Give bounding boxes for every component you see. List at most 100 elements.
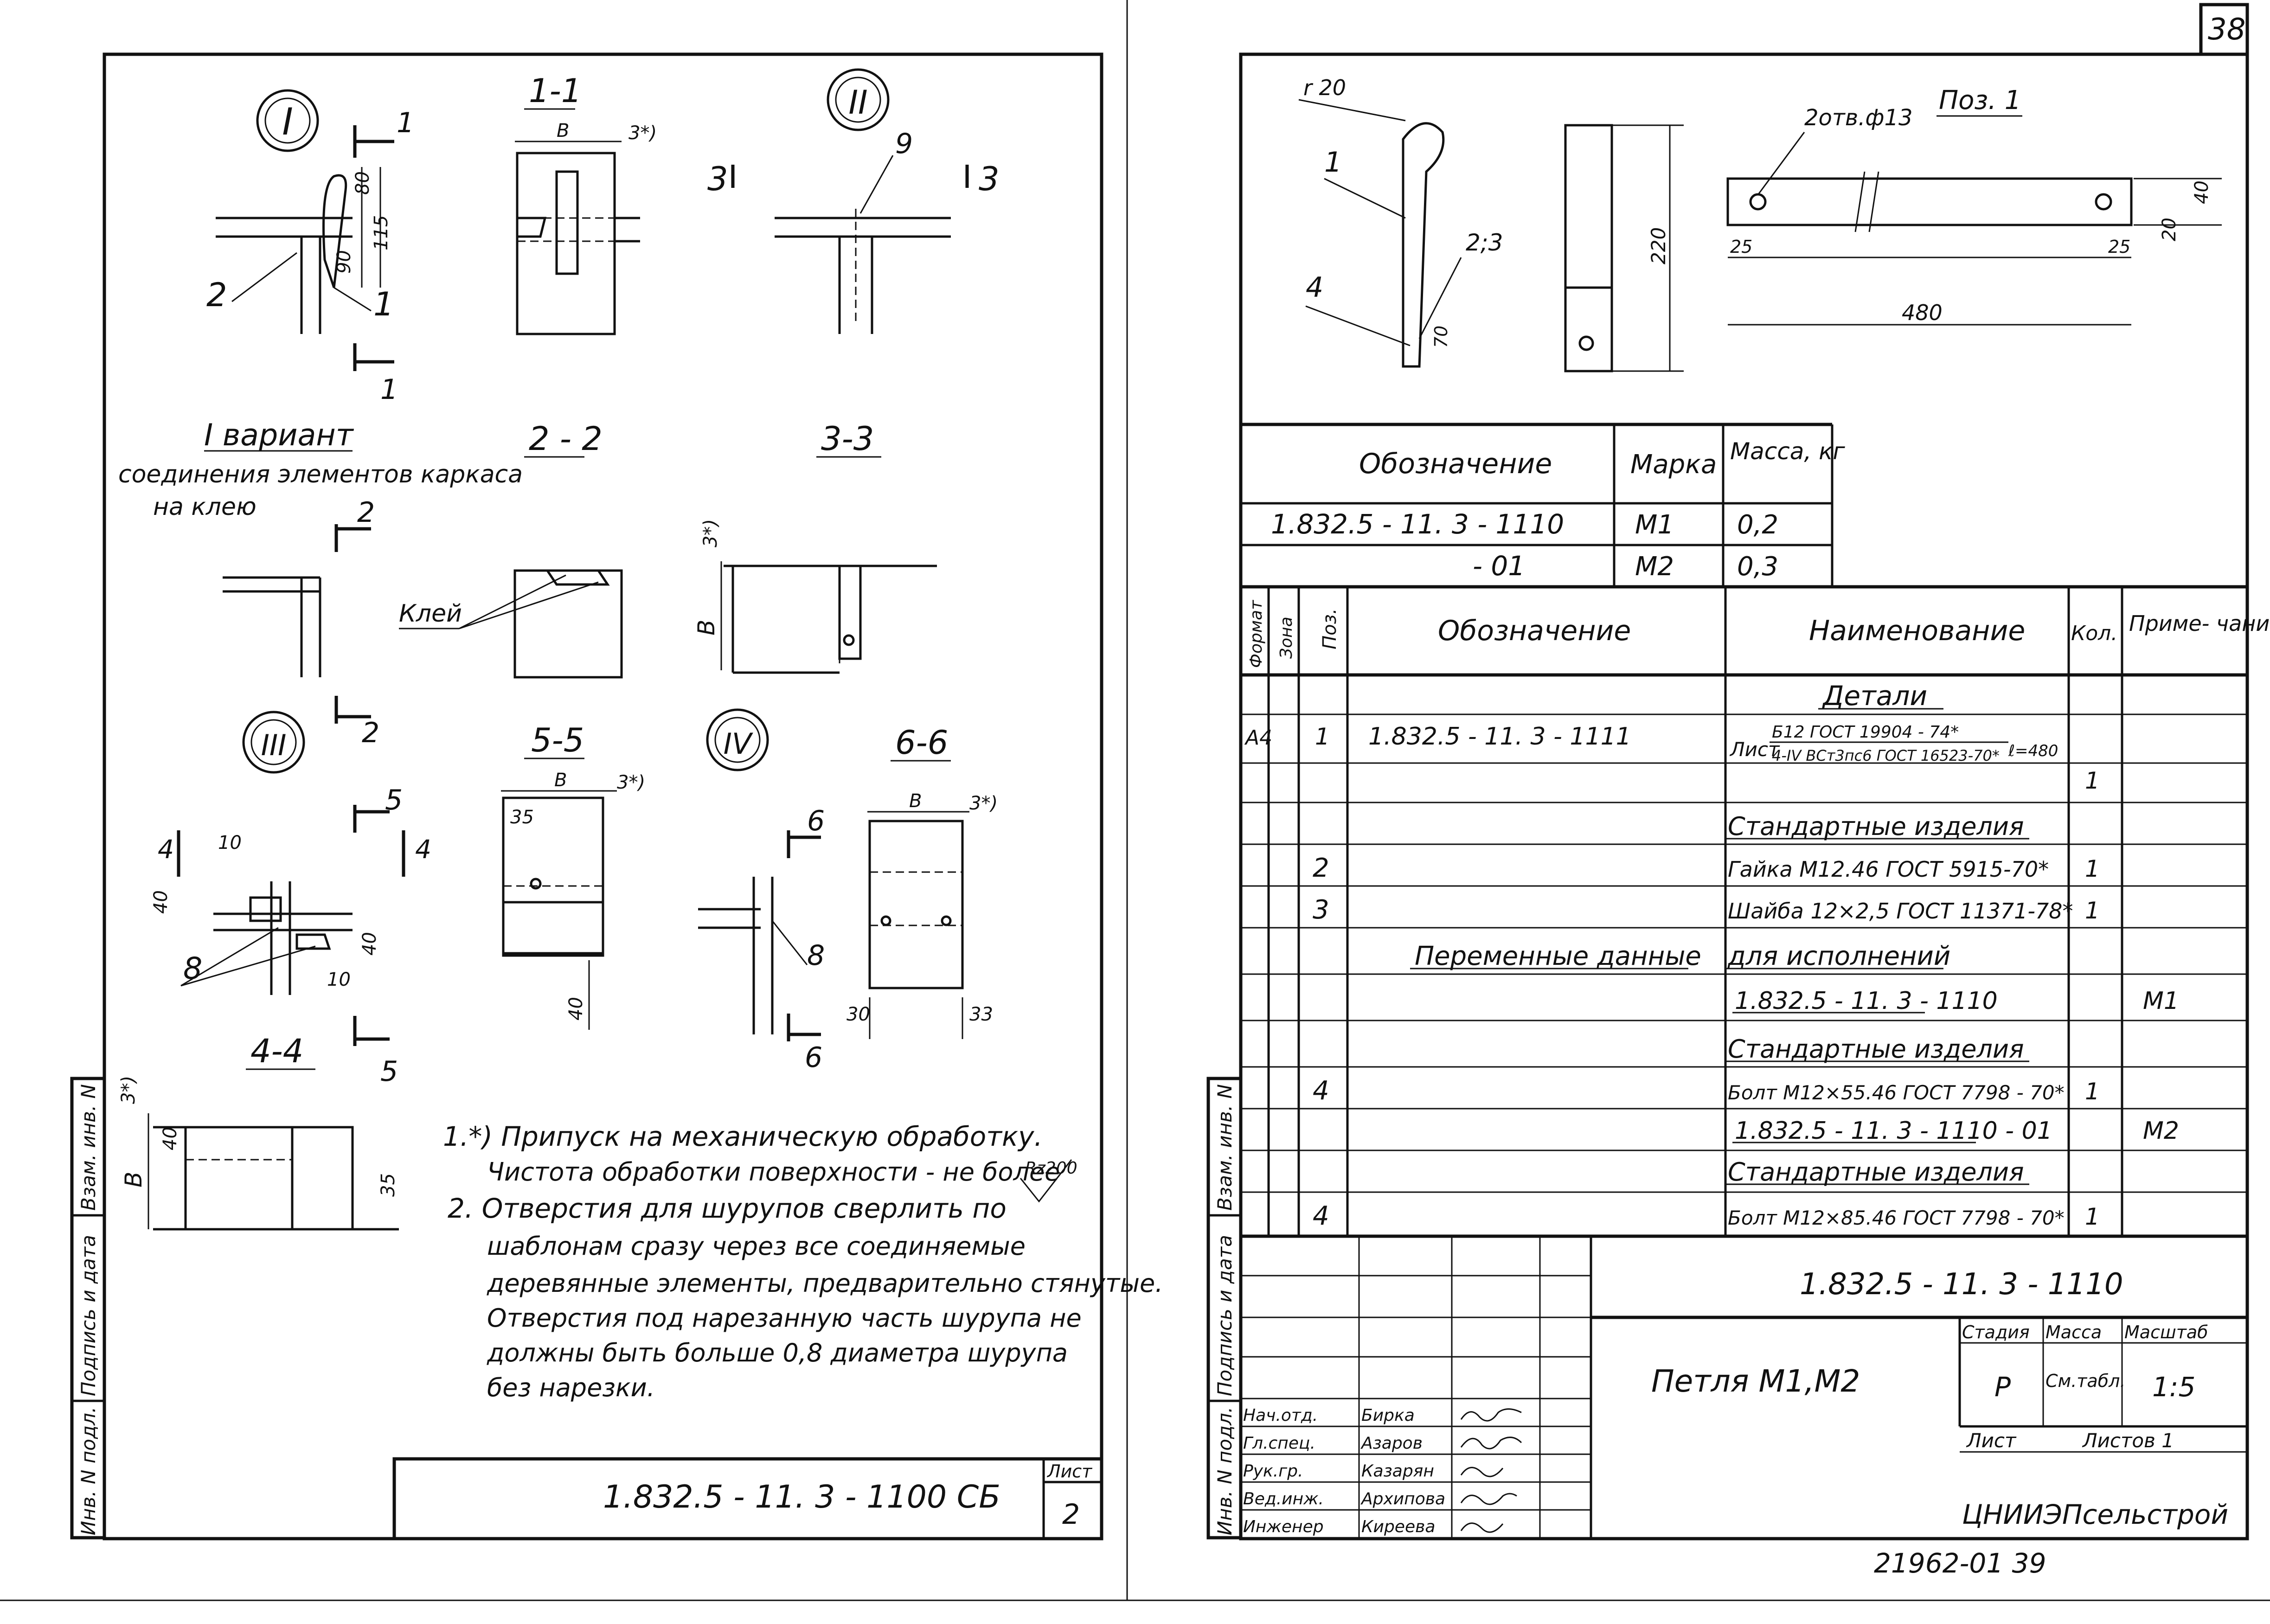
svg-text:Масса, кг: Масса, кг [1730, 438, 1845, 465]
svg-text:для исполнений: для исполнений [1727, 941, 1950, 971]
mass-table: Обозначение Марка Масса, кг 1.832.5 - 11… [1241, 423, 2247, 589]
svg-text:Обозначение: Обозначение [1359, 448, 1552, 480]
svg-text:ℓ=480: ℓ=480 [2008, 742, 2058, 760]
svg-text:B: B [554, 770, 567, 791]
svg-text:Наименование: Наименование [1809, 615, 2025, 647]
svg-text:10: 10 [327, 969, 351, 990]
svg-text:1.832.5 - 11. 3 - 1110: 1.832.5 - 11. 3 - 1110 [1735, 987, 1998, 1015]
svg-text:3*): 3*) [628, 122, 657, 144]
svg-text:Болт М12×85.46 ГОСТ 7798 - 70*: Болт М12×85.46 ГОСТ 7798 - 70* [1728, 1207, 2065, 1229]
spec-table: Формат Зона Поз. Обозначение Наименовани… [1241, 587, 2270, 1238]
variant-mark-3: III [261, 728, 287, 762]
svg-text:2отв.ф13: 2отв.ф13 [1804, 105, 1913, 131]
svg-text:40: 40 [2191, 180, 2212, 204]
svg-text:1: 1 [2085, 1203, 2100, 1230]
section-standard-items: Стандартные изделия [1728, 1034, 2024, 1064]
svg-text:М1: М1 [1635, 510, 1674, 540]
detail-variant-1: I 1 80 115 90 2 1 1 [206, 89, 414, 406]
svg-text:М1: М1 [2143, 987, 2179, 1015]
section-1-1: 1-1 B 3*) [515, 72, 657, 335]
svg-text:Масса: Масса [2046, 1322, 2102, 1342]
section-title: 2 - 2 [529, 420, 603, 458]
svg-text:Взам. инв. N: Взам. инв. N [77, 1084, 100, 1211]
spec-row: А4 1 1.832.5 - 11. 3 - 1111 Лист Б12 ГОС… [1244, 723, 2100, 794]
section-details: Детали [1821, 680, 1927, 712]
svg-text:Зона: Зона [1277, 616, 1296, 659]
section-title: 3-3 [821, 420, 874, 458]
svg-text:Листов 1: Листов 1 [2082, 1429, 2174, 1452]
variant-mark-2: II [848, 83, 867, 122]
variable-data-label: Переменные данные [1415, 941, 1701, 971]
section-2-2: 2 - 2 2 2 Клей [223, 420, 623, 749]
svg-text:Гайка М12.46 ГОСТ 5915-70*: Гайка М12.46 ГОСТ 5915-70* [1728, 857, 2049, 882]
spec-row: 2 Гайка М12.46 ГОСТ 5915-70* 1 [1313, 853, 2100, 883]
svg-text:4: 4 [415, 834, 431, 864]
svg-text:90: 90 [333, 250, 355, 274]
svg-text:0,3: 0,3 [1737, 552, 1778, 582]
right-frame [1239, 52, 2249, 1541]
svg-text:3: 3 [707, 160, 728, 198]
svg-text:Б12 ГОСТ 19904 - 74*: Б12 ГОСТ 19904 - 74* [1772, 723, 1959, 742]
svg-text:25: 25 [1730, 237, 1752, 257]
svg-text:35: 35 [510, 807, 534, 828]
svg-text:деревянные элементы, предварит: деревянные элементы, предварительно стян… [487, 1269, 1163, 1298]
right-sheet: 38 r 20 1 4 2;3 70 220 2отв.ф13 Поз. 1 [1206, 3, 2270, 1579]
svg-text:1: 1 [1324, 146, 1342, 179]
svg-text:40: 40 [565, 997, 587, 1021]
svg-text:Нач.отд.: Нач.отд. [1243, 1406, 1318, 1425]
note-2: 2. Отверстия для шурупов сверлить по [448, 1193, 1007, 1224]
sheet-number: 2 [1062, 1498, 1080, 1531]
svg-text:B: B [120, 1172, 147, 1188]
svg-text:5: 5 [380, 1055, 398, 1088]
variant-mark-4: IV [724, 727, 754, 761]
svg-text:М2: М2 [1635, 552, 1674, 582]
handwritten-signatures [1460, 1408, 1522, 1533]
svg-text:Поз.: Поз. [1319, 608, 1340, 649]
svg-text:1:5: 1:5 [2152, 1371, 2195, 1403]
document-code: 1.832.5 - 11. 3 - 1110 [1800, 1267, 2123, 1302]
detail-variant-3: III 5 4 4 10 40 40 10 8 5 [150, 711, 431, 1088]
svg-text:2: 2 [357, 496, 375, 529]
notes: 1.*) Припуск на механическую обработку. … [443, 1121, 1163, 1402]
svg-text:Шайба 12×2,5 ГОСТ 11371-78*: Шайба 12×2,5 ГОСТ 11371-78* [1728, 899, 2073, 924]
svg-text:6: 6 [807, 805, 825, 837]
svg-text:Отверстия под нарезанную часть: Отверстия под нарезанную часть шурупа не [487, 1303, 1082, 1333]
svg-text:3*): 3*) [969, 793, 998, 814]
svg-text:Подпись и дата: Подпись и дата [77, 1235, 100, 1396]
svg-text:I вариант: I вариант [204, 418, 354, 453]
svg-text:Лист: Лист [1966, 1429, 2017, 1452]
svg-text:Масштаб: Масштаб [2124, 1322, 2208, 1342]
svg-text:Приме- чание: Приме- чание [2129, 611, 2270, 636]
left-side-stamp: Инв. N подл. Подпись и дата Взам. инв. N [70, 1077, 106, 1540]
svg-text:1.832.5 - 11. 3 - 1110 - 01: 1.832.5 - 11. 3 - 1110 - 01 [1735, 1117, 2052, 1145]
spec-row: 4 Болт М12×85.46 ГОСТ 7798 - 70* 1 [1313, 1201, 2100, 1231]
svg-text:соединения элементов каркаса: соединения элементов каркаса [118, 461, 523, 488]
execution-row: 1.832.5 - 11. 3 - 1110 М1 [1732, 987, 2179, 1015]
position-1-callout: 1 [373, 285, 394, 323]
svg-text:Чистота обработки поверхности: Чистота обработки поверхности - не более [487, 1157, 1060, 1187]
svg-text:4-IV ВСт3пс6 ГОСТ 16523-70*: 4-IV ВСт3пс6 ГОСТ 16523-70* [1772, 747, 2000, 764]
svg-text:3*): 3*) [118, 1076, 139, 1104]
svg-text:4: 4 [1306, 271, 1323, 304]
mass-row-designation: 1.832.5 - 11. 3 - 1110 [1271, 508, 1564, 540]
svg-text:35: 35 [378, 1173, 399, 1197]
signatory-list: Нач.отд. Бирка Гл.спец. Азаров Рук.гр. К… [1243, 1406, 1445, 1536]
svg-text:Киреева: Киреева [1361, 1517, 1435, 1536]
svg-text:40: 40 [160, 1127, 181, 1150]
document-code: 1.832.5 - 11. 3 - 1100 СБ [603, 1479, 1000, 1515]
svg-text:Бирка: Бирка [1361, 1406, 1415, 1425]
svg-text:Инженер: Инженер [1243, 1517, 1324, 1536]
left-title-block: 1.832.5 - 11. 3 - 1100 СБ Лист 2 [392, 1457, 1103, 1541]
svg-text:220: 220 [1647, 227, 1670, 264]
section-6-6: 6-6 B 3*) 30 33 [846, 724, 998, 1039]
svg-text:без нарезки.: без нарезки. [487, 1373, 655, 1402]
svg-text:Подпись и дата: Подпись и дата [1213, 1235, 1236, 1396]
svg-text:Лист: Лист [1046, 1461, 1093, 1482]
svg-text:Архипова: Архипова [1360, 1489, 1445, 1508]
svg-text:Взам. инв. N: Взам. инв. N [1213, 1084, 1236, 1211]
variant-mark-1: I [282, 100, 293, 143]
organization: ЦНИИЭПсельстрой [1962, 1499, 2228, 1530]
mass-row-designation: - 01 [1473, 550, 1525, 582]
